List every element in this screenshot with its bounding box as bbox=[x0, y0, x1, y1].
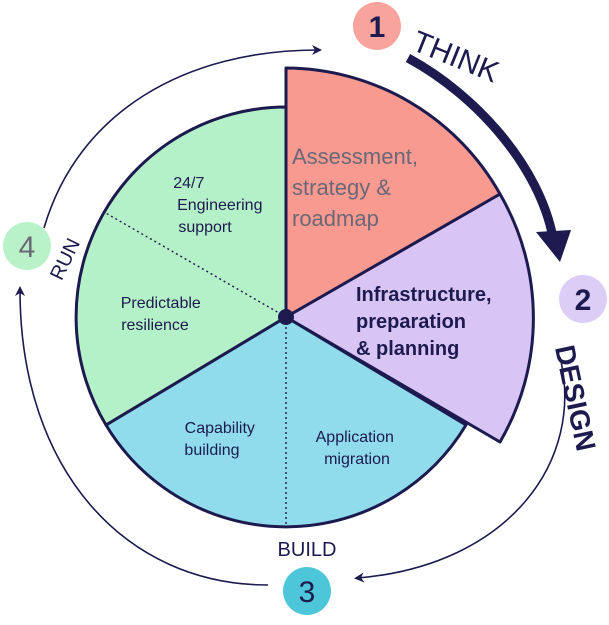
step-badge-run: 4 bbox=[3, 222, 51, 270]
step-badge-think: 1 bbox=[353, 2, 401, 50]
step-number-run: 4 bbox=[19, 231, 36, 264]
label-resilience: Predictable resilience bbox=[121, 295, 206, 334]
divider-run bbox=[103, 211, 287, 318]
segment-run bbox=[74, 105, 288, 427]
arrow-run-to-think bbox=[43, 45, 322, 229]
segment-think bbox=[284, 66, 502, 319]
label-engineering: 24/7 Engineering support bbox=[173, 175, 267, 236]
arrow-build-to-run bbox=[15, 286, 269, 586]
label-application: Application migration bbox=[316, 429, 399, 468]
label-assessment: Assessment, strategy & roadmap bbox=[292, 144, 424, 231]
label-capability: Capability building bbox=[184, 420, 259, 459]
step-badge-build: 3 bbox=[283, 567, 331, 615]
arrow-think-to-design-head bbox=[536, 230, 571, 262]
step-badge-design: 2 bbox=[559, 275, 607, 323]
segment-build bbox=[104, 315, 468, 529]
arrow-design-to-build bbox=[354, 356, 566, 583]
phase-label-build: BUILD bbox=[278, 539, 337, 561]
label-infrastructure: Infrastructure, preparation & planning bbox=[356, 284, 497, 360]
phase-label-design: DESIGN bbox=[549, 342, 602, 453]
step-number-design: 2 bbox=[575, 284, 592, 317]
step-number-build: 3 bbox=[299, 576, 316, 609]
center-dot bbox=[278, 309, 294, 325]
step-number-think: 1 bbox=[369, 11, 386, 44]
phase-label-think: THINK bbox=[408, 25, 504, 89]
arrow-think-to-design bbox=[405, 54, 558, 239]
segment-design bbox=[284, 192, 535, 444]
